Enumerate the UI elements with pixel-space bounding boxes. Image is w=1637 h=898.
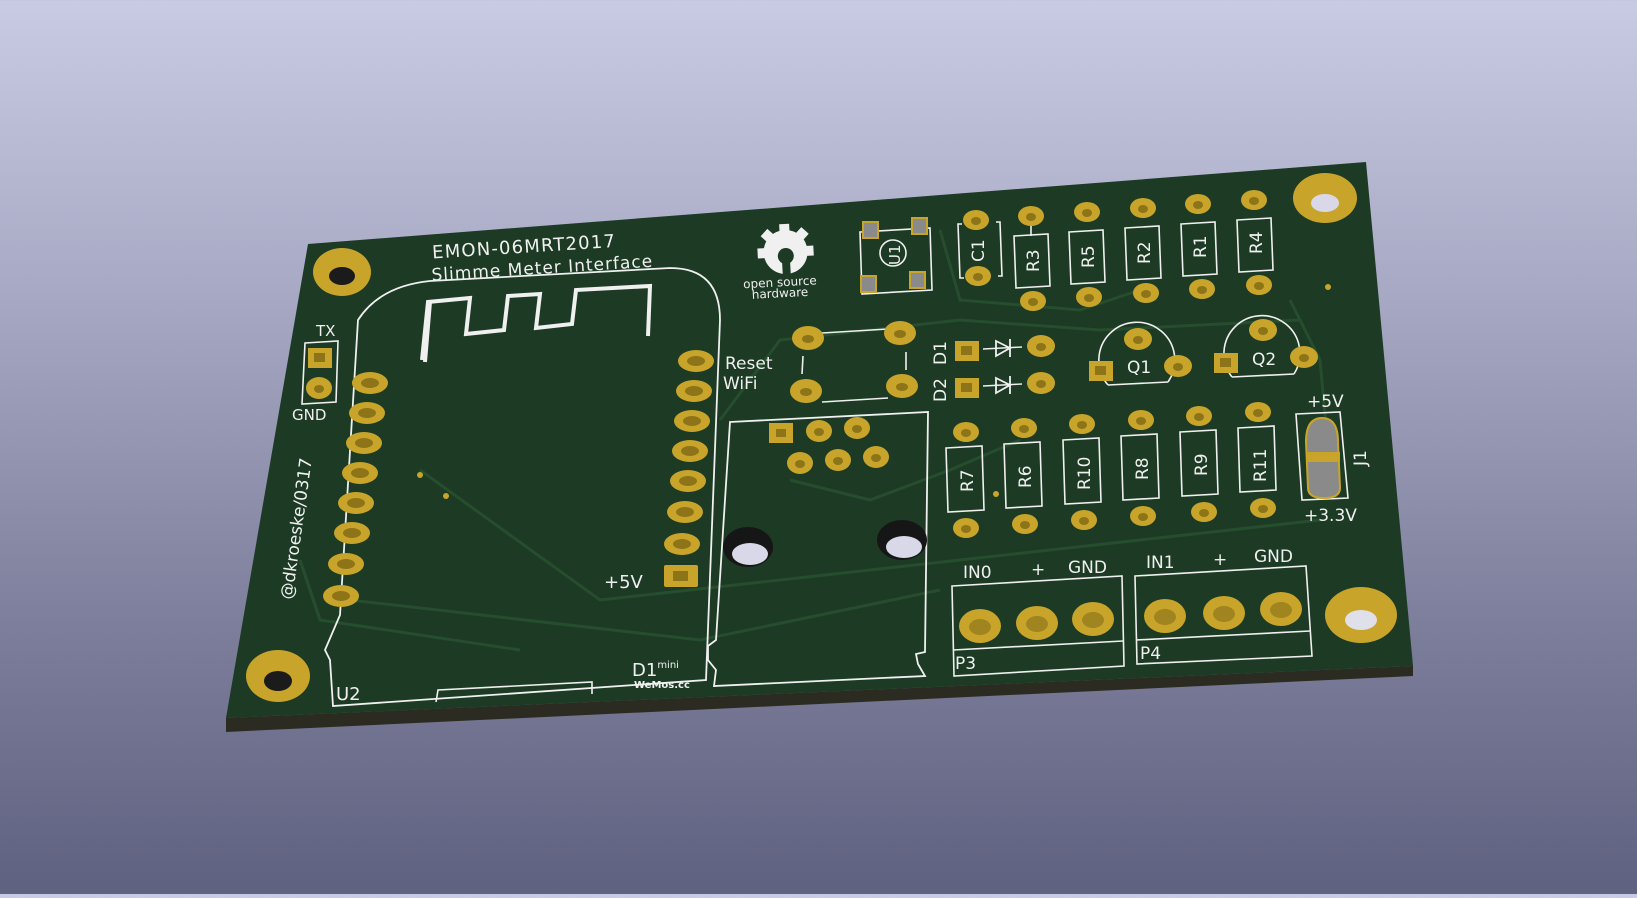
rj-connector (707, 411, 929, 687)
label-in1: IN1 (1146, 553, 1175, 573)
reset-wifi-switch: Reset WiFi (723, 321, 918, 403)
top-passives: C1 R3 R5 R2 R1 (957, 190, 1274, 311)
terminal-block-p4: IN1 + GND P4 (1134, 547, 1313, 665)
mounting-hole-bl (246, 650, 310, 702)
gear-icon (757, 223, 814, 277)
label-u1: U1 (886, 244, 904, 265)
resistor-r2: R2 (1124, 198, 1162, 303)
transistors: Q1 Q2 (1089, 314, 1318, 386)
label-r10: R10 (1075, 457, 1095, 490)
capacitor-c1: C1 (957, 210, 1003, 286)
label-d1-diode: D1 (931, 341, 951, 365)
label-q1: Q1 (1127, 358, 1151, 378)
label-plus-p3: + (1031, 560, 1045, 580)
label-c1: C1 (969, 239, 989, 262)
resistor-r6: R6 (1003, 418, 1043, 534)
diode-d2: D2 (931, 372, 1055, 402)
terminal-block-p3: IN0 + GND P3 (951, 558, 1125, 677)
label-r1: R1 (1191, 235, 1211, 258)
label-in0: IN0 (963, 563, 992, 583)
resistor-r7: R7 (945, 422, 985, 538)
label-plus5v-right: +5V (1307, 392, 1344, 412)
mounting-hole-tl (313, 248, 371, 296)
resistor-r5: R5 (1068, 202, 1106, 307)
wemos-d1-mini-u2: U2 D1mini WeMos.cc +5V (324, 267, 721, 707)
label-reset: Reset (725, 354, 773, 374)
label-plus-p4: + (1213, 550, 1227, 570)
label-wifi: WiFi (723, 374, 757, 394)
mounting-hole-tr (1293, 173, 1357, 223)
label-p4: P4 (1140, 644, 1161, 664)
resistor-r11: R11 (1237, 402, 1277, 518)
label-gnd-p3: GND (1068, 558, 1107, 578)
label-p3: P3 (955, 654, 976, 674)
middle-passives: R7 R6 R10 R8 R9 (945, 402, 1277, 538)
resistor-r3: R3 (1013, 206, 1051, 311)
wemos-left-pin-holes (332, 378, 379, 601)
oshw-logo: open source hardware (743, 223, 817, 302)
copper-traces (298, 229, 1332, 652)
resistor-r1: R1 (1180, 194, 1218, 299)
diode-d1: D1 (931, 335, 1055, 365)
mounting-holes (246, 173, 1397, 702)
header-tx-gnd: TX GND (292, 322, 339, 424)
label-gnd-header: GND (292, 406, 326, 424)
label-tx: TX (315, 322, 335, 340)
pcb-edge (226, 666, 1413, 732)
label-gnd-p4: GND (1254, 547, 1293, 567)
label-plus5v-left: +5V (604, 572, 644, 593)
label-r11: R11 (1251, 449, 1271, 482)
label-r8: R8 (1133, 457, 1153, 480)
label-r4: R4 (1247, 231, 1267, 254)
resistor-r10: R10 (1062, 414, 1102, 530)
label-q2: Q2 (1252, 350, 1276, 370)
label-r7: R7 (958, 469, 978, 492)
wemos-right-pin-holes (673, 356, 705, 581)
label-d1-mini: D1mini (632, 660, 679, 681)
transistor-q1: Q1 (1089, 321, 1192, 386)
oshw-text-1: open source (743, 273, 817, 291)
mounting-hole-br (1325, 587, 1397, 643)
label-plus3v3: +3.3V (1304, 506, 1357, 526)
resistor-r8: R8 (1120, 410, 1160, 526)
label-r2: R2 (1135, 241, 1155, 264)
diodes: D1 D2 (931, 335, 1055, 402)
jumper-j1: +5V J1 +3.3V (1295, 392, 1371, 526)
resistor-r9: R9 (1179, 406, 1219, 522)
transistor-q2: Q2 (1214, 314, 1318, 378)
label-wemos: WeMos.cc (634, 680, 690, 691)
oshw-text-2: hardware (751, 285, 808, 302)
resistor-r4: R4 (1236, 190, 1274, 295)
u1-optocoupler: U1 (859, 217, 933, 295)
label-r6: R6 (1016, 465, 1036, 488)
label-d2-diode: D2 (931, 378, 951, 402)
label-u2: U2 (336, 684, 361, 705)
label-r3: R3 (1024, 249, 1044, 272)
label-r9: R9 (1192, 453, 1212, 476)
label-r5: R5 (1079, 245, 1099, 268)
vias (417, 284, 1331, 499)
label-j1: J1 (1351, 450, 1371, 467)
